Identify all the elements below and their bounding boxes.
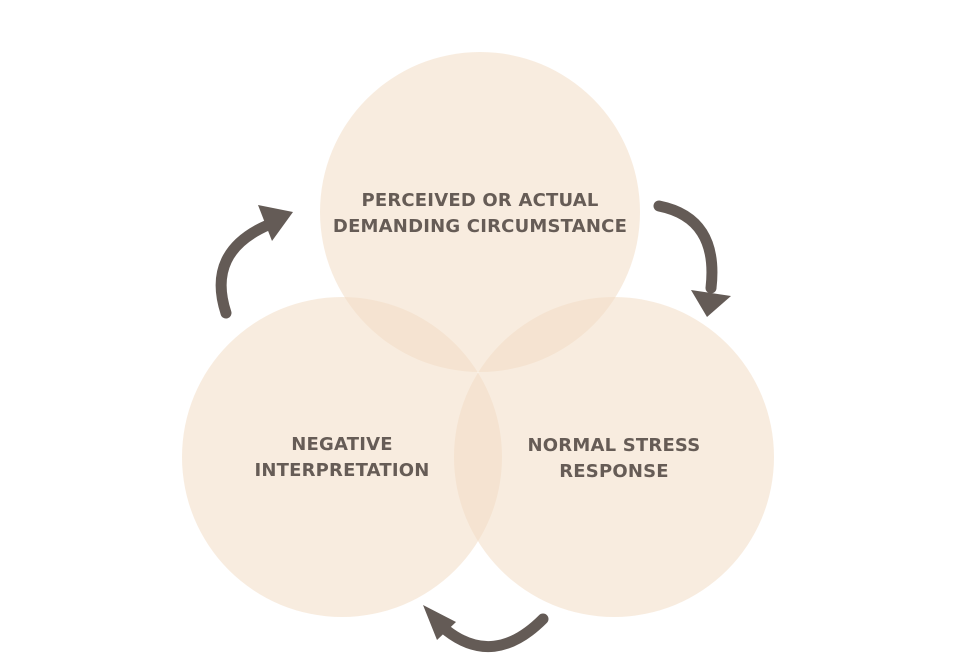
circle-normal-stress-response — [454, 297, 774, 617]
arrow-right-to-left — [423, 605, 549, 653]
arrow-left-to-top — [215, 205, 293, 319]
label-negative-interpretation: NEGATIVE INTERPRETATION — [254, 434, 430, 481]
circle-perceived-circumstance — [320, 52, 640, 372]
circle-negative-interpretation — [182, 297, 502, 617]
label-normal-stress-response: NORMAL STRESS RESPONSE — [527, 435, 701, 482]
label-perceived-circumstance: PERCEIVED OR ACTUAL DEMANDING CIRCUMSTAN… — [332, 190, 628, 237]
arrow-top-to-right — [653, 200, 731, 317]
